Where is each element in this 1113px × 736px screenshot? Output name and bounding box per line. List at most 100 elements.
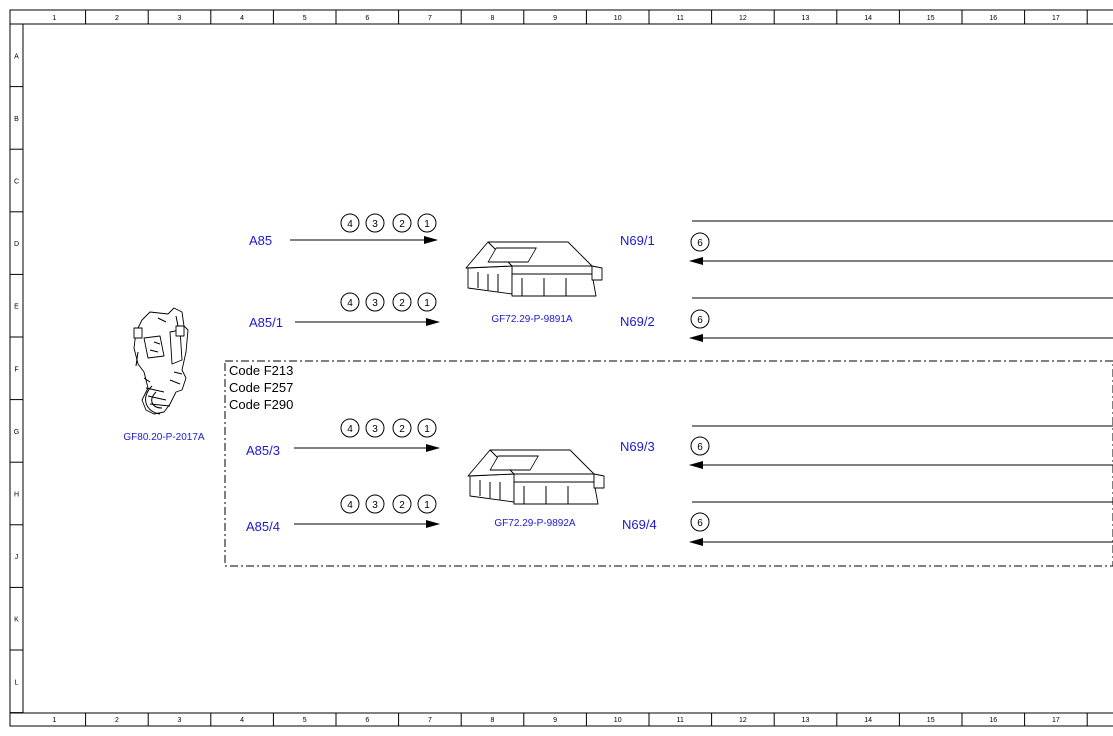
code-group-box <box>224 360 1113 567</box>
circle-marker <box>392 213 412 233</box>
circle-number: 4 <box>347 500 353 511</box>
code-line-1: Code F213 <box>229 363 293 378</box>
row-letter: A <box>14 53 19 60</box>
circle-marker <box>340 494 360 514</box>
circle-number: 2 <box>399 298 405 309</box>
column-number-top: 1 <box>52 15 56 22</box>
row-letter: G <box>14 429 19 436</box>
output-row-4: N69/4 6 <box>622 501 1113 546</box>
column-number-bottom: 7 <box>428 717 432 724</box>
circle-number: 3 <box>372 219 378 230</box>
left-component-illustration <box>133 307 189 415</box>
column-number-bottom: 15 <box>927 717 935 724</box>
column-number-top: 2 <box>115 15 119 22</box>
column-number-bottom: 4 <box>240 717 244 724</box>
row-letter: E <box>14 304 19 311</box>
circle-marker <box>392 494 412 514</box>
output-row-2: N69/2 6 <box>620 297 1113 342</box>
column-number-bottom: 17 <box>1052 717 1060 724</box>
output-label: N69/1 <box>620 233 655 248</box>
circle-number: 6 <box>697 442 703 453</box>
input-row-3: A85/3 4 3 2 1 <box>246 418 440 458</box>
row-letter: J <box>15 554 19 561</box>
module-top-ref: GF72.29-P-9891A <box>491 314 572 325</box>
input-row-1: A85 4 3 2 1 <box>249 213 438 248</box>
circle-number: 3 <box>372 298 378 309</box>
module-bottom-ref: GF72.29-P-9892A <box>494 518 575 529</box>
circle-marker <box>365 418 385 438</box>
circle-number: 1 <box>424 500 430 511</box>
column-number-top: 10 <box>614 15 622 22</box>
column-number-bottom: 6 <box>365 717 369 724</box>
circle-marker <box>417 418 437 438</box>
output-row-3: N69/3 6 <box>620 425 1113 469</box>
circle-marker <box>690 232 710 252</box>
column-number-bottom: 9 <box>553 717 557 724</box>
circle-number: 2 <box>399 500 405 511</box>
circle-marker <box>340 213 360 233</box>
column-number-top: 13 <box>802 15 810 22</box>
circle-marker <box>417 494 437 514</box>
circle-marker <box>340 418 360 438</box>
column-number-bottom: 3 <box>178 717 182 724</box>
circle-marker <box>340 292 360 312</box>
circle-marker <box>690 436 710 456</box>
connector-circles: 4 3 2 1 <box>340 213 437 233</box>
column-number-top: 3 <box>178 15 182 22</box>
column-number-bottom: 8 <box>491 717 495 724</box>
column-number-top: 17 <box>1052 15 1060 22</box>
row-letter: K <box>14 617 19 624</box>
row-letter: B <box>14 116 19 123</box>
circle-marker <box>417 292 437 312</box>
column-number-bottom: 10 <box>614 717 622 724</box>
column-number-top: 15 <box>927 15 935 22</box>
column-number-top: 9 <box>553 15 557 22</box>
circle-number: 4 <box>347 298 353 309</box>
connector-circles: 4 3 2 1 <box>340 494 437 514</box>
connector-circles: 4 3 2 1 <box>340 418 437 438</box>
row-letter: F <box>14 366 18 373</box>
circle-number: 3 <box>372 500 378 511</box>
grid-ruler: 1122334455667788991010111112121313141415… <box>10 10 1088 726</box>
circle-number: 6 <box>697 518 703 529</box>
column-number-top: 5 <box>303 15 307 22</box>
code-line-3: Code F290 <box>229 397 293 412</box>
circle-marker <box>365 292 385 312</box>
column-number-bottom: 16 <box>989 717 997 724</box>
column-number-bottom: 12 <box>739 717 747 724</box>
column-number-top: 12 <box>739 15 747 22</box>
circle-number: 6 <box>697 315 703 326</box>
column-number-top: 7 <box>428 15 432 22</box>
row-letter: H <box>14 492 19 499</box>
circle-number: 6 <box>697 238 703 249</box>
column-number-bottom: 2 <box>115 717 119 724</box>
column-number-bottom: 13 <box>802 717 810 724</box>
input-label: A85 <box>249 233 272 248</box>
column-number-top: 8 <box>491 15 495 22</box>
circle-number: 2 <box>399 424 405 435</box>
circle-marker <box>690 512 710 532</box>
circle-marker <box>365 494 385 514</box>
input-row-2: A85/1 4 3 2 1 <box>249 292 440 330</box>
output-row-1: N69/1 6 <box>620 220 1113 265</box>
circle-number: 3 <box>372 424 378 435</box>
circle-marker <box>365 213 385 233</box>
row-letter: C <box>14 179 19 186</box>
column-number-bottom: 5 <box>303 717 307 724</box>
left-component-ref: GF80.20-P-2017A <box>123 432 204 443</box>
column-number-bottom: 11 <box>677 717 684 724</box>
column-number-top: 16 <box>989 15 997 22</box>
row-letter: L <box>15 679 19 686</box>
circle-number: 4 <box>347 424 353 435</box>
control-module-bottom <box>467 449 605 505</box>
input-row-4: A85/4 4 3 2 1 <box>246 494 440 534</box>
column-number-bottom: 1 <box>52 717 56 724</box>
column-number-top: 14 <box>864 15 872 22</box>
connector-circles: 4 3 2 1 <box>340 292 437 312</box>
circle-number: 4 <box>347 219 353 230</box>
column-number-top: 4 <box>240 15 244 22</box>
control-module-top <box>465 241 603 297</box>
circle-number: 2 <box>399 219 405 230</box>
input-label: A85/4 <box>246 519 280 534</box>
